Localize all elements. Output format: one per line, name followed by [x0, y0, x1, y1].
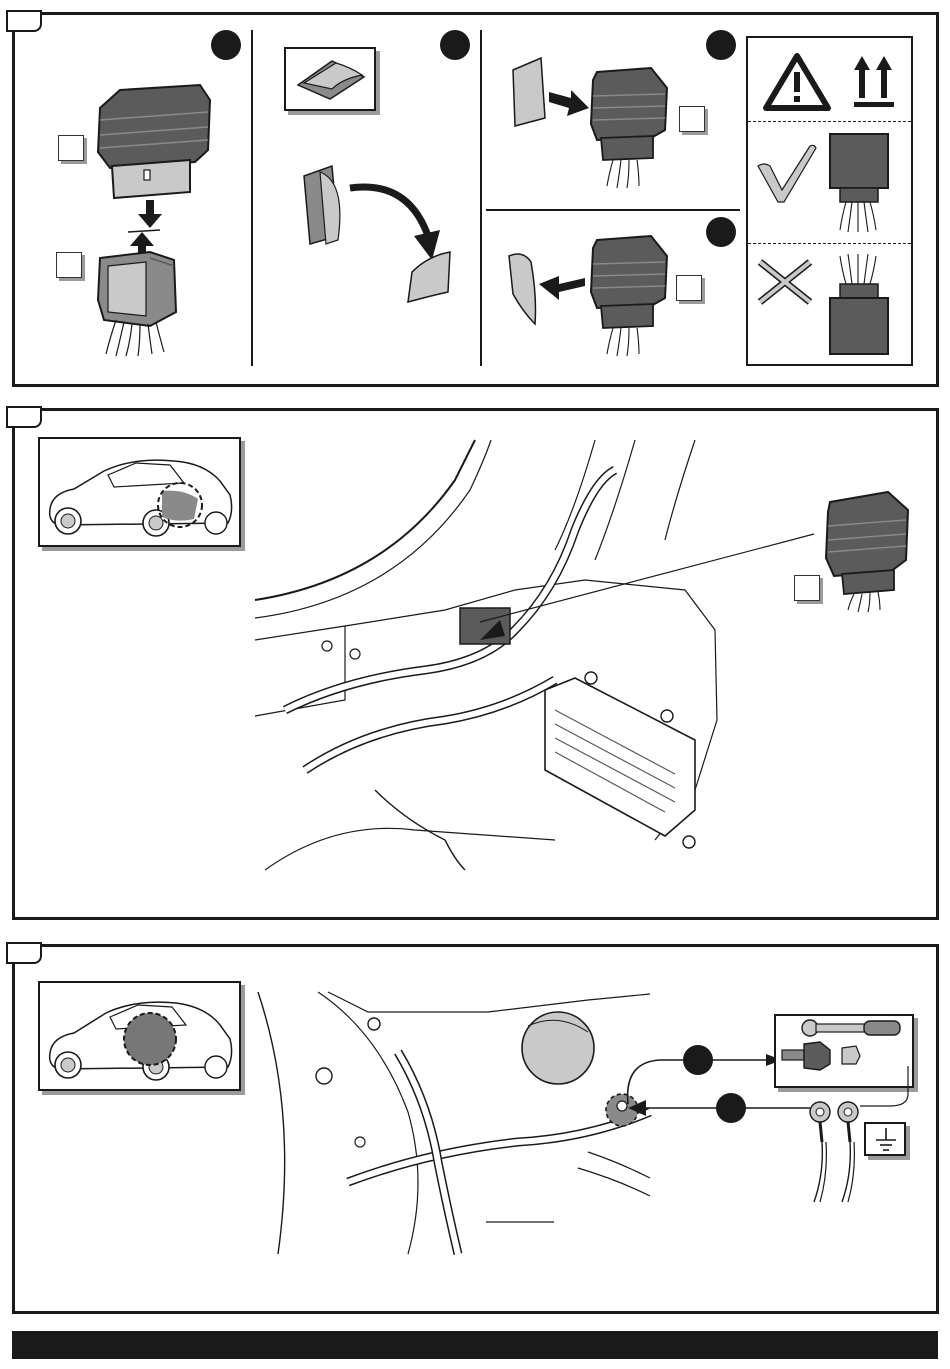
- step-1a-badge: [211, 30, 241, 60]
- step-3b-badge: [716, 1093, 746, 1123]
- trunk-interior-illustration: [255, 440, 725, 870]
- step-1-divider-c: [486, 209, 740, 211]
- page-footer-bar: [12, 1331, 938, 1359]
- this-way-up-arrows-icon: [852, 52, 896, 110]
- step-3-tab: [6, 942, 42, 964]
- ground-bolt-icon: [780, 1036, 870, 1076]
- module-callout-illustration: [822, 488, 922, 612]
- step-1b-badge: [440, 30, 470, 60]
- label-box-module: [58, 135, 84, 161]
- ground-point-illustration: [258, 992, 650, 1254]
- module-leader-line: [480, 530, 820, 630]
- step-1c-badge: [706, 30, 736, 60]
- step-1-tab: [6, 10, 42, 32]
- step-1d-badge: [706, 217, 736, 247]
- vehicle-location-inset-ground: [38, 981, 241, 1091]
- wrong-orientation-module: [828, 254, 890, 358]
- label-box-module-location: [794, 575, 820, 601]
- orientation-dash-1: [748, 121, 911, 122]
- cross-mark-icon: [756, 258, 814, 306]
- check-mark-icon: [754, 142, 818, 204]
- label-box-harness: [56, 252, 82, 278]
- ring-terminals-illustration: [800, 1094, 870, 1204]
- vehicle-location-inset-rear: [38, 437, 241, 547]
- ground-symbol-icon: [874, 1128, 898, 1152]
- peel-backing-illustration: [298, 160, 458, 310]
- step-3a-badge: [683, 1045, 713, 1075]
- step-2-tab: [6, 406, 42, 428]
- orientation-dash-2: [748, 243, 911, 244]
- vehicle-rear-illustration: [44, 449, 238, 541]
- adhesive-pad-inset: [284, 47, 376, 111]
- adhesive-pad-icon: [292, 57, 370, 103]
- ground-symbol-box: [864, 1122, 906, 1156]
- warning-triangle-icon: [762, 52, 832, 112]
- remove-pad-illustration: [505, 232, 685, 362]
- step-1-divider-a: [251, 30, 253, 366]
- apply-pad-illustration: [505, 50, 685, 190]
- correct-orientation-module: [828, 134, 890, 234]
- module-connector-illustration: [90, 80, 220, 360]
- step-1-divider-b: [480, 30, 482, 366]
- vehicle-ground-illustration: [44, 991, 238, 1087]
